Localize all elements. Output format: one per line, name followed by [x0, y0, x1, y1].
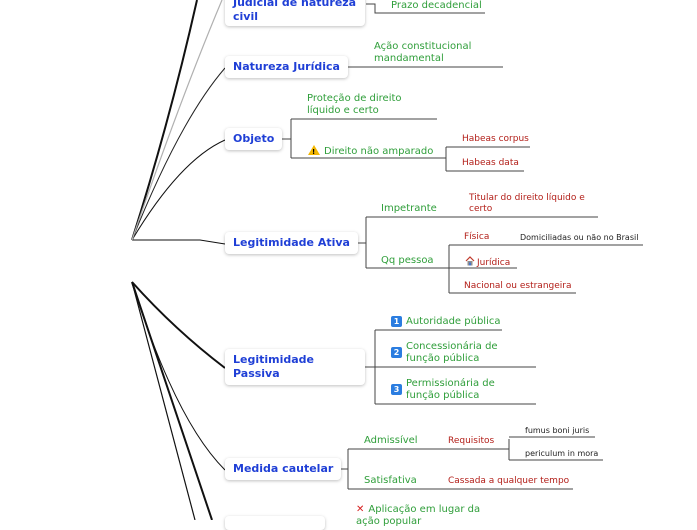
node-bottom-partial[interactable]: [225, 516, 325, 530]
label-protecao-direito[interactable]: Proteção de direito líquido e certo: [307, 93, 402, 116]
warning-icon: [308, 145, 320, 158]
label-fisica[interactable]: Física: [464, 232, 490, 242]
node-natureza-juridica[interactable]: Natureza Jurídica: [225, 56, 348, 78]
node-medida-cautelar[interactable]: Medida cautelar: [225, 458, 342, 480]
label-prazo-decadencial[interactable]: Prazo decadencial: [391, 0, 482, 11]
node-legitimidade-ativa[interactable]: Legitimidade Ativa: [225, 232, 358, 254]
label-admissivel[interactable]: Admissível: [364, 435, 418, 446]
label-satisfativa[interactable]: Satisfativa: [364, 475, 417, 486]
node-objeto[interactable]: Objeto: [225, 128, 283, 150]
label-nacional-estrangeira[interactable]: Nacional ou estrangeira: [464, 281, 572, 291]
label-direito-nao-amparado[interactable]: Direito não amparado: [308, 145, 433, 158]
label-habeas-data[interactable]: Habeas data: [462, 158, 519, 168]
root-label: Mandado de Segurança_2: [64, 246, 143, 273]
label-fumus-boni-juris[interactable]: fumus boni juris: [525, 426, 590, 435]
label-aplicacao-lugar[interactable]: ✕Aplicação em lugar da ação popular: [356, 504, 481, 527]
label-acao-constitucional[interactable]: Ação constitucional mandamental: [374, 41, 472, 64]
cross-icon: ✕: [356, 504, 365, 515]
root-topic[interactable]: Mandado de Segurança_2: [64, 246, 164, 274]
label-juridica[interactable]: Jurídica: [465, 256, 510, 269]
label-qq-pessoa[interactable]: Qq pessoa: [381, 255, 434, 266]
label-requisitos[interactable]: Requisitos: [448, 436, 495, 446]
label-domiciliadas[interactable]: Domiciliadas ou não no Brasil: [520, 233, 639, 242]
node-natureza-civil[interactable]: Judicial de natureza civil: [225, 0, 365, 26]
label-habeas-corpus[interactable]: Habeas corpus: [462, 134, 529, 144]
number-2-icon: 2: [391, 347, 402, 358]
node-legitimidade-passiva[interactable]: Legitimidade Passiva: [225, 349, 365, 385]
number-3-icon: 3: [391, 384, 402, 395]
number-1-icon: 1: [391, 316, 402, 327]
label-impetrante[interactable]: Impetrante: [381, 203, 437, 214]
house-icon: [465, 256, 475, 266]
label-periculum-in-mora[interactable]: periculum in mora: [525, 449, 599, 458]
label-titular-direito[interactable]: Titular do direito líquido e certo: [469, 193, 585, 214]
label-cassada[interactable]: Cassada a qualquer tempo: [448, 476, 570, 486]
